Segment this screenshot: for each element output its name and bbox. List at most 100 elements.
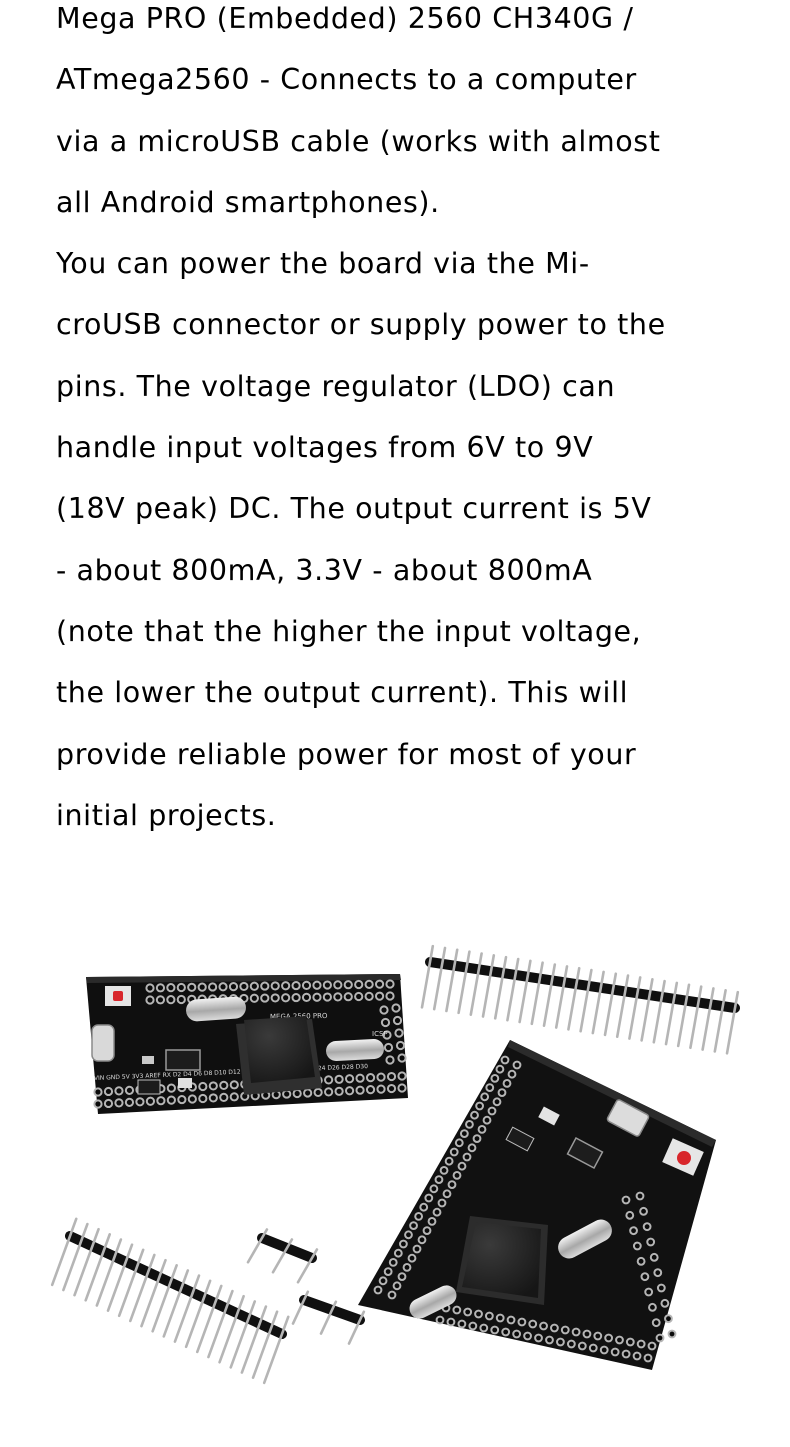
pin-pad [281, 993, 291, 1003]
header-pin [713, 989, 727, 1053]
pin-pad [155, 983, 166, 993]
pin-pad [437, 1198, 447, 1208]
pin-pad [239, 981, 249, 992]
pin-pad [166, 1083, 176, 1093]
header-pin [676, 983, 691, 1048]
crystal-oscillator [186, 996, 246, 1022]
pin-pad [651, 1318, 661, 1328]
pin-pad [610, 1347, 620, 1357]
pin-pad [312, 992, 322, 1002]
pin-pad [334, 1074, 344, 1084]
pin-pad [364, 979, 374, 989]
pin-pad [629, 1226, 638, 1236]
pin-pad [447, 1180, 457, 1190]
pin-pad [468, 1321, 478, 1331]
pin-pad [454, 1138, 464, 1148]
pin-pad [667, 1329, 677, 1339]
pin-pad [664, 1314, 673, 1324]
pin-pad [229, 1092, 239, 1102]
description-line: via a microUSB cable (works with almost [56, 124, 661, 158]
pin-pad [176, 982, 186, 993]
pin-pad [292, 1088, 302, 1099]
micro-usb-connector [606, 1099, 650, 1137]
header-pin [725, 990, 740, 1055]
pin-header-base [65, 1231, 287, 1339]
header-pin [246, 1228, 269, 1264]
pin-pad [197, 982, 207, 992]
pin-header-strip [420, 944, 740, 1055]
pin-pad [647, 1341, 657, 1351]
pin-pad [507, 1069, 517, 1079]
smd-component [178, 1078, 192, 1088]
pin-pad [550, 1323, 559, 1333]
header-pin [457, 950, 471, 1015]
header-pin [445, 948, 459, 1013]
pin-pad [502, 1079, 512, 1088]
pin-pad [382, 1030, 392, 1040]
pin-pad [291, 992, 301, 1003]
header-pin [664, 981, 679, 1046]
pin-pad [322, 980, 332, 990]
pin-pad [656, 1283, 666, 1293]
pin-pad [407, 1253, 417, 1263]
pin-pad [354, 979, 364, 990]
pin-pad [487, 1106, 497, 1116]
pin-pad [539, 1321, 548, 1331]
description-line: initial projects. [56, 798, 277, 832]
pin-pad [467, 1143, 477, 1153]
pin-pad [383, 1267, 393, 1277]
pin-pad [399, 1239, 408, 1249]
ch340g-chip [165, 1049, 201, 1071]
header-pin [615, 974, 630, 1039]
pin-pad [582, 1329, 592, 1339]
pin-pad [457, 1161, 467, 1171]
pin-pad [387, 1290, 397, 1300]
pin-pad [523, 1331, 532, 1341]
pin-pad [414, 1212, 424, 1221]
pin-pad [477, 1125, 487, 1134]
pin-pad [653, 1268, 663, 1278]
pin-pad [452, 1171, 462, 1180]
pin-pad [632, 1351, 642, 1361]
header-pin [319, 1300, 338, 1335]
header-pin [73, 1227, 100, 1297]
crystal-oscillator [409, 1285, 457, 1319]
header-pin [291, 1290, 310, 1325]
pin-pad [495, 1313, 505, 1323]
pin-pad [374, 979, 385, 989]
pin-pad [155, 995, 166, 1005]
pin-pad [402, 1263, 412, 1272]
pin-pad [512, 1060, 522, 1070]
header-pin [493, 955, 508, 1020]
pin-pad [270, 981, 280, 991]
pin-pad [198, 1081, 208, 1092]
header-pin [603, 972, 618, 1037]
smd-component [142, 1056, 154, 1064]
pin-pad [208, 1093, 218, 1103]
crystal-oscillator [558, 1219, 612, 1259]
description-line: the lower the output current). This will [56, 676, 629, 710]
pin-pad [621, 1195, 631, 1205]
pin-pad [490, 1325, 500, 1335]
pin-pad [187, 1094, 197, 1104]
pin-pad [534, 1333, 543, 1343]
pin-pad [512, 1329, 522, 1339]
header-pin [106, 1243, 134, 1312]
pin-pad [379, 1005, 389, 1015]
pin-pad [484, 1311, 494, 1321]
pin-pad [517, 1317, 527, 1327]
pin-pad [124, 1085, 135, 1095]
pin-pad [386, 1071, 397, 1082]
pin-pad [344, 1086, 355, 1096]
pin-pad [392, 1281, 402, 1291]
pin-pad [103, 1098, 114, 1109]
pin-pad [636, 1256, 646, 1266]
pin-pad [355, 1073, 365, 1083]
description-line: (note that the higher the input voltage, [56, 614, 642, 648]
smd-component [538, 1106, 560, 1126]
pin-pad [322, 992, 332, 1002]
pin-pad [365, 1073, 376, 1083]
pin-pad [427, 1217, 437, 1226]
pin-pad [208, 982, 218, 992]
pin-pad [604, 1333, 614, 1343]
